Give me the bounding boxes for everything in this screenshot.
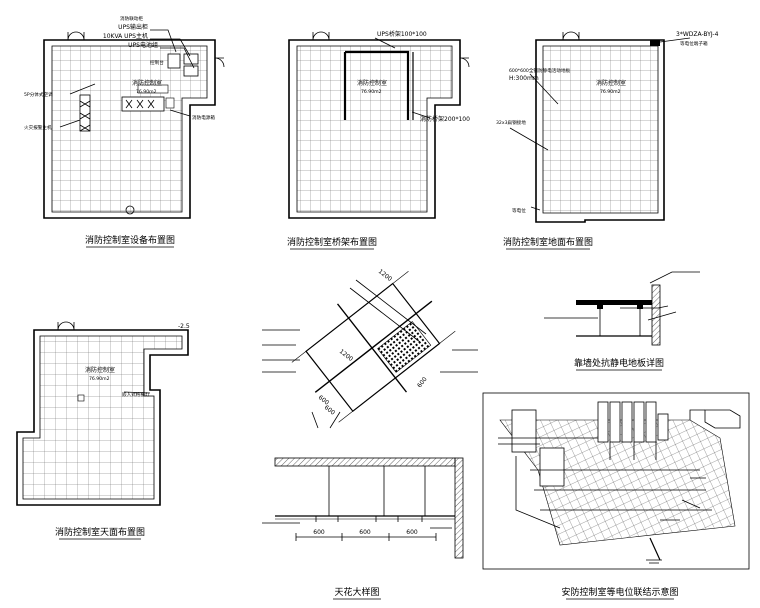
caption-ceiling-layout: 消防控制室天面布置图: [55, 526, 145, 538]
caption-tray-layout: 消防控制室桥架布置图: [287, 236, 377, 248]
ceiling-detail-section: 600 600 600: [262, 457, 464, 559]
room-name-2: 消防控制室: [357, 79, 387, 87]
caption-ceiling-detail: 天花大样图: [334, 586, 379, 598]
label-ups-battery: UPS电池组: [128, 41, 158, 49]
label-tray-a: UPS桥架100*100: [377, 30, 427, 38]
room-name-3: 消防控制室: [596, 79, 626, 87]
label-split-ac: 5P分体式空调: [24, 91, 53, 98]
label-light-note: 嵌入式格栅灯: [122, 391, 150, 398]
label-floor-height: H:300mm: [509, 75, 539, 82]
room-area-3: 76.90m2: [600, 89, 621, 95]
label-cable-note: 等电位端子箱: [680, 40, 708, 47]
dim-1200-a: 1200: [377, 268, 393, 283]
room-name-1: 消防控制室: [132, 79, 162, 87]
caption-floor-layout: 消防控制室地面布置图: [503, 236, 593, 248]
ceiling-detail-isometric: 1200 1200 600 600 600: [262, 268, 478, 429]
equipment-layout-plan: UPS输出柜 10KVA UPS主机 UPS电池组 消防联动柜 5P分体式空调 …: [24, 15, 225, 219]
sec-dim-3: 600: [406, 529, 418, 536]
bonding-diagram-frame: [482, 392, 750, 570]
sec-dim-2: 600: [359, 529, 371, 536]
dim-1200-b: 1200: [338, 348, 354, 363]
tray-layout-plan: UPS桥架100*100 消防桥架200*100 消防控制室 76.90m2: [288, 30, 470, 219]
label-level: -2.5: [178, 323, 190, 330]
label-ups-cabinet: UPS输出柜: [118, 23, 148, 31]
antistatic-floor-detail: [544, 271, 700, 346]
label-support: 32x3扁钢接地: [496, 119, 526, 126]
room-area-4: 76.90m2: [89, 376, 110, 382]
ceiling-layout-plan: -2.5 嵌入式格栅灯 消防控制室 76.90m2: [16, 321, 190, 506]
bonding-diagram: [498, 401, 741, 564]
label-ups-10kva: 10KVA UPS主机: [103, 32, 148, 40]
caption-antistatic-detail: 靠墙处抗静电地板详图: [574, 357, 664, 369]
label-cable: 3*WDZA-BYJ-4: [676, 31, 719, 38]
room-area-2: 76.90m2: [361, 89, 382, 95]
label-power-box: 消防电源箱: [192, 114, 215, 121]
label-console: 控制台: [150, 59, 164, 66]
room-name-4: 消防控制室: [85, 366, 115, 374]
caption-bonding-diagram: 安防控制室等电位联结示意图: [561, 586, 678, 598]
label-tray-b: 消防桥架200*100: [420, 115, 470, 123]
floor-layout-plan: 3*WDZA-BYJ-4 等电位端子箱 600*600全钢防静电活动地板 H:3…: [496, 31, 719, 223]
room-area-1: 76.90m2: [136, 89, 157, 95]
label-equip-box: 等电位: [512, 207, 526, 214]
sec-dim-1: 600: [313, 529, 325, 536]
label-fire-cabinet: 消防联动柜: [120, 15, 143, 22]
dim-600-c: 600: [416, 376, 429, 389]
caption-equipment-layout: 消防控制室设备布置图: [85, 234, 175, 246]
label-host: 火灾报警主机: [24, 124, 52, 131]
dim-600-b: 600: [323, 404, 336, 417]
label-floor-spec: 600*600全钢防静电活动地板: [509, 67, 571, 74]
